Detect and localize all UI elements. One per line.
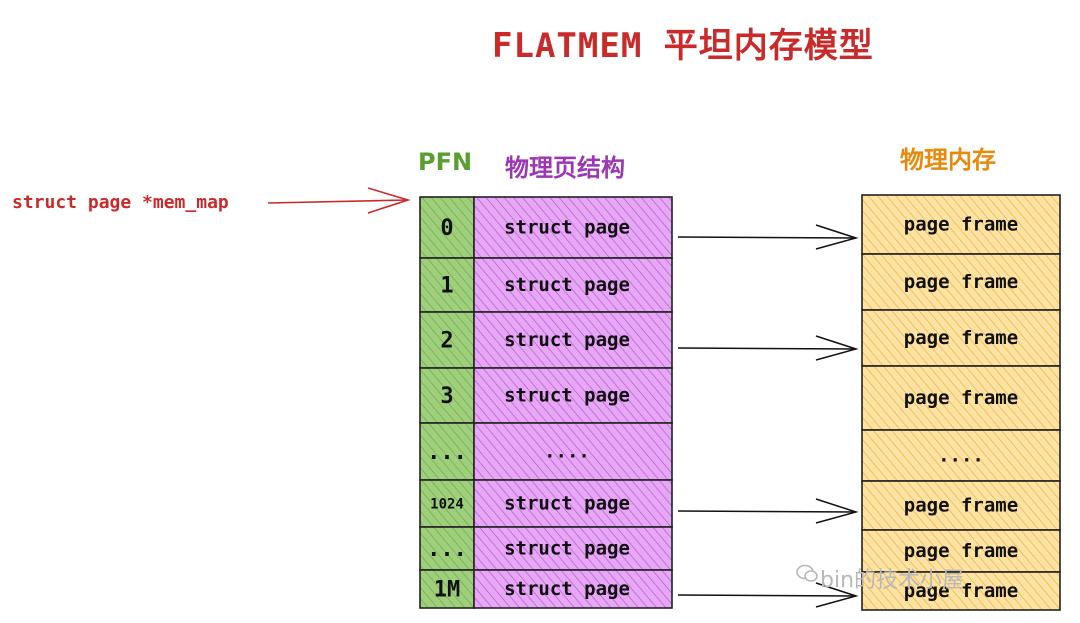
arrow-head: [815, 498, 859, 524]
struct-page-label: struct page: [504, 385, 630, 407]
diagram-title: FLATMEM 平坦内存模型: [492, 26, 874, 66]
struct-page-cell: [473, 257, 673, 313]
pfn-to-frame-arrow: [677, 236, 857, 239]
pfn-number: 2: [440, 329, 453, 354]
pfn-number: 1M: [434, 578, 461, 603]
pfn-number: 1024: [430, 496, 464, 512]
pfn-header: PFN: [418, 148, 473, 176]
pfn-cell: [419, 526, 475, 571]
page-frame-label: page frame: [904, 540, 1018, 562]
struct-page-cell: [473, 422, 673, 481]
arrow-head: [815, 335, 859, 361]
struct-page-label: struct page: [504, 329, 630, 351]
struct-page-label: struct page: [504, 217, 630, 239]
page-frame-label: page frame: [904, 387, 1018, 409]
arrow-head: [815, 224, 859, 250]
arrow-head: [815, 582, 859, 608]
watermark: bin的技术小屋: [820, 568, 965, 593]
page-struct-header: 物理页结构: [505, 154, 625, 182]
page-frame-cell: [861, 571, 1061, 611]
mem-map-arrow-head: [367, 187, 411, 214]
page-frame-label: page frame: [904, 495, 1018, 517]
struct-page-cell: [473, 479, 673, 528]
struct-page-label: struct page: [504, 274, 630, 296]
pfn-number: ...: [427, 440, 467, 465]
pfn-number: 0: [440, 216, 453, 241]
page-frame-label: page frame: [904, 327, 1018, 349]
pfn-cell: [419, 479, 475, 528]
struct-page-label: struct page: [504, 493, 630, 515]
struct-page-cell: [473, 526, 673, 571]
pfn-cell: [419, 569, 475, 609]
pfn-to-frame-arrow: [677, 347, 857, 350]
struct-page-label: ....: [544, 441, 590, 463]
page-frame-label: page frame: [904, 271, 1018, 293]
page-frame-cell: [861, 309, 1061, 367]
pfn-cell: [419, 422, 475, 481]
struct-page-label: struct page: [504, 538, 630, 560]
page-frame-label: page frame: [904, 214, 1018, 236]
page-frame-label: page frame: [904, 580, 1018, 602]
pfn-number: 1: [440, 274, 453, 299]
pfn-cell: [419, 311, 475, 369]
pfn-number: 3: [440, 384, 453, 409]
page-frame-cell: [861, 480, 1061, 531]
struct-page-label: struct page: [504, 578, 630, 600]
pfn-cell: [419, 196, 475, 259]
page-frame-cell: [861, 365, 1061, 431]
struct-page-cell: [473, 311, 673, 369]
page-frame-cell: [861, 429, 1061, 482]
pfn-to-frame-arrow: [677, 510, 857, 513]
page-frame-cell: [861, 194, 1061, 255]
page-frame-label: ....: [938, 445, 984, 467]
page-frame-cell: [861, 253, 1061, 311]
mem-map-arrow-line: [267, 199, 409, 204]
struct-page-cell: [473, 196, 673, 259]
pfn-to-frame-arrow: [677, 594, 857, 597]
pfn-number: ...: [427, 537, 467, 562]
wechat-icon: [796, 564, 818, 582]
physical-memory-header: 物理内存: [900, 146, 996, 174]
mem-map-label: struct page *mem_map: [12, 192, 229, 213]
struct-page-cell: [473, 367, 673, 424]
struct-page-cell: [473, 569, 673, 609]
